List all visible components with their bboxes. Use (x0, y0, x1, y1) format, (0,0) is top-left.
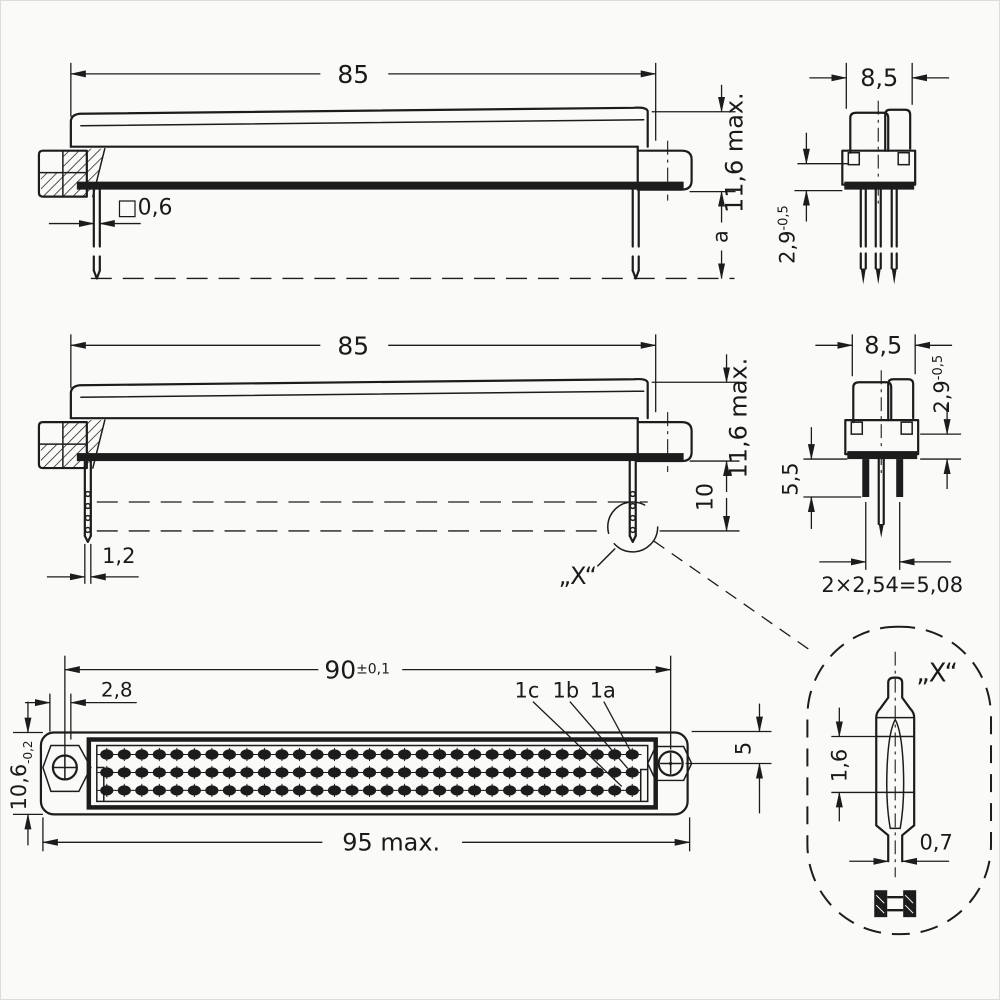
pin-cross-section (874, 890, 917, 918)
dim-5-label: 5 (731, 742, 755, 755)
middle-pins (83, 459, 648, 544)
detail-x-view: „X“ 1,6 0,7 (653, 540, 993, 936)
keying-step-right (639, 768, 649, 802)
dim-5-5: 5,5 (778, 427, 862, 529)
contact-pin-field (97, 747, 642, 798)
detail-leader-line (653, 540, 810, 651)
mounting-bracket (37, 147, 106, 198)
connector-body-side (37, 106, 693, 201)
middle-end-view: 8,5 5,5 2,9-0,5 2×2,54=5,08 (778, 331, 963, 597)
detail-x-label: „X“ (916, 659, 958, 689)
dim-85-middle-label: 85 (337, 331, 369, 360)
dim-1-6: 1,6 (827, 707, 877, 822)
dim-pitch-label: 2×2,54=5,08 (821, 573, 963, 597)
middle-side-view: 85 „X“ 1,2 11,6 max. (46, 331, 753, 590)
dim-10-6: 10,6-0,2 (7, 701, 43, 846)
dim-10: 10 (659, 460, 740, 532)
dim-height-middle-label: 11,6 max. (725, 358, 753, 479)
dim-10-label: 10 (694, 483, 719, 511)
dim-10-6-label: 10,6-0,2 (7, 740, 35, 810)
dim-1-2: 1,2 (46, 544, 139, 584)
end-flange (841, 149, 917, 186)
detail-circle (607, 501, 659, 553)
dim-90: 90±0,1 (63, 656, 672, 758)
plan-view: 90±0,1 2,8 10,6-0,2 (7, 656, 772, 856)
hood-edge-line (80, 119, 645, 127)
row-labels: 1c 1b 1a (515, 679, 632, 787)
dim-a: a (709, 190, 733, 280)
contact-block-right (884, 108, 912, 152)
detail-pin-shape (875, 676, 916, 863)
row-label-1c: 1c (515, 679, 540, 703)
contact-block-left (849, 111, 890, 154)
dim-95-label: 95 max. (342, 828, 440, 856)
detail-leader-tick (597, 548, 616, 567)
dim-2-8: 2,8 (24, 678, 137, 740)
dim-0-7-label: 0,7 (919, 830, 952, 854)
row-label-1b: 1b (553, 679, 580, 703)
dim-height-upper: 11,6 max. (651, 84, 749, 213)
upper-end-pins (859, 188, 898, 285)
detail-bubble-border (806, 625, 993, 936)
dim-8-5-middle-label: 8,5 (864, 331, 902, 359)
dim-pin-square-label: □0,6 (117, 196, 173, 221)
dim-pitch: 2×2,54=5,08 (819, 501, 963, 597)
row-label-1a: 1a (590, 679, 616, 703)
insulator-frame (86, 737, 658, 810)
dim-1-2-label: 1,2 (102, 544, 135, 568)
dim-90-label: 90±0,1 (324, 656, 390, 685)
contact-window (96, 744, 649, 803)
middle-end-pins (862, 457, 904, 538)
upper-end-view: 8,5 2,9-0,5 (775, 62, 950, 285)
middle-end-body (844, 369, 920, 476)
dim-2-9-middle-label: 2,9-0,5 (930, 355, 954, 414)
dim-a-label: a (709, 230, 733, 243)
upper-side-view: 85 □0,6 11,6 max. a (48, 60, 749, 280)
dim-1-6-label: 1,6 (827, 749, 851, 782)
dim-pin-square: □0,6 (48, 196, 173, 228)
dim-85-upper-label: 85 (337, 60, 369, 89)
dim-8-5-upper-label: 8,5 (860, 64, 898, 92)
dim-0-7: 0,7 (849, 830, 953, 865)
dim-8-5-upper: 8,5 (809, 62, 950, 109)
flange-notch-left (847, 151, 861, 166)
dim-5-5-label: 5,5 (778, 462, 802, 495)
end-bottom-strip (844, 181, 915, 190)
dim-2-9-upper-label: 2,9-0,5 (775, 205, 799, 264)
end-view-body (841, 100, 917, 205)
upper-pins (90, 188, 735, 280)
flange-bottom-strip (76, 181, 684, 190)
dim-8-5-middle: 8,5 (815, 331, 953, 377)
detail-ref-label: „X“ (559, 562, 598, 590)
dim-2-8-label: 2,8 (101, 678, 133, 702)
dim-85-upper: 85 (69, 60, 657, 141)
dim-height-middle: 11,6 max. (651, 354, 753, 479)
left-mounting-ear (42, 744, 92, 793)
dim-2-9-middle: 2,9-0,5 (920, 355, 962, 490)
dim-2-9-upper: 2,9-0,5 (775, 132, 849, 264)
dim-95: 95 max. (41, 817, 691, 856)
middle-body (37, 377, 693, 474)
flange-notch-right (897, 151, 910, 166)
dim-85-middle: 85 (69, 331, 657, 413)
hood-outline (69, 106, 649, 148)
end-block (636, 145, 693, 191)
dim-height-upper-label: 11,6 max. (721, 92, 749, 213)
dim-5: 5 (685, 703, 772, 814)
